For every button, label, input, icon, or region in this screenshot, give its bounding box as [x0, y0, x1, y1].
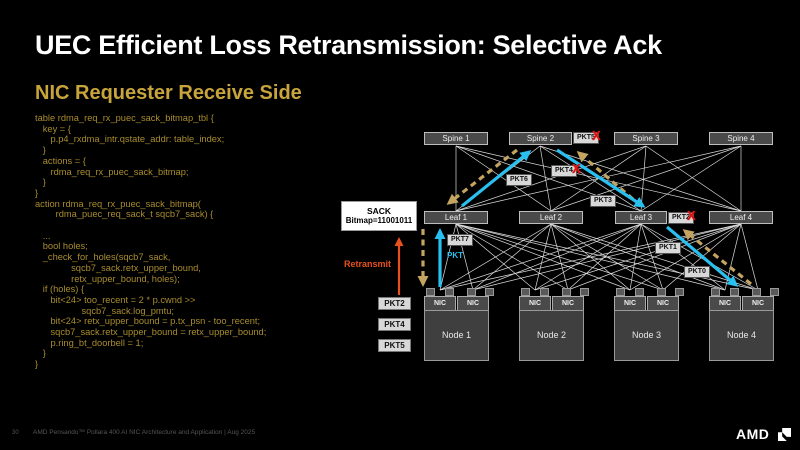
node-4: Node 4: [709, 310, 774, 361]
nic-port: [562, 288, 571, 296]
nic-port: [467, 288, 476, 296]
node3-nic-a: NIC: [614, 296, 646, 311]
page-subtitle: NIC Requester Receive Side: [35, 82, 302, 104]
node-1: Node 1: [424, 310, 489, 361]
packet-badge-pkt7: PKT7: [447, 234, 473, 246]
nic-port: [657, 288, 666, 296]
nic-port: [675, 288, 684, 296]
page-title: UEC Efficient Loss Retransmission: Selec…: [35, 30, 662, 60]
node-2: Node 2: [519, 310, 584, 361]
node4-nic-b: NIC: [742, 296, 774, 311]
pkt-flow-label: PKT: [447, 251, 463, 260]
node2-nic-b: NIC: [552, 296, 584, 311]
sack-bitmap-value: Bitmap=11001011: [345, 216, 413, 225]
sack-title: SACK: [366, 206, 392, 216]
leaf-3-switch: Leaf 3: [615, 211, 667, 224]
spine-4-switch: Spine 4: [709, 132, 773, 145]
packet-badge-pkt5: PKT5: [573, 132, 599, 144]
node-3: Node 3: [614, 310, 679, 361]
spine-2-switch: Spine 2: [509, 132, 572, 145]
nic-port: [711, 288, 720, 296]
nic-port: [445, 288, 454, 296]
retransmit-label: Retransmit: [344, 259, 392, 269]
node1-nic-a: NIC: [424, 296, 456, 311]
leaf-4-switch: Leaf 4: [709, 211, 773, 224]
nic-port: [616, 288, 625, 296]
nic-port: [521, 288, 530, 296]
spine-3-switch: Spine 3: [614, 132, 678, 145]
retransmit-queue-pkt2: PKT2: [378, 297, 411, 310]
amd-arrow-logo-icon: [778, 428, 791, 441]
drop-x-pkt2: X: [687, 208, 696, 223]
leaf-1-switch: Leaf 1: [424, 211, 488, 224]
page-number: 30: [12, 430, 19, 436]
packet-badge-pkt6: PKT6: [506, 174, 532, 186]
nic-port: [752, 288, 761, 296]
nic-port: [485, 288, 494, 296]
footer-text: AMD Pensando™ Pollara 400 AI NIC Archite…: [33, 429, 256, 436]
nic-port: [730, 288, 739, 296]
nic-port: [635, 288, 644, 296]
node1-nic-b: NIC: [457, 296, 489, 311]
packet-badge-pkt3: PKT3: [590, 195, 616, 207]
node3-nic-b: NIC: [647, 296, 679, 311]
node4-nic-a: NIC: [709, 296, 741, 311]
nic-port: [580, 288, 589, 296]
drop-x-pkt4: X: [572, 161, 581, 176]
sack-bitmap-box: SACK Bitmap=11001011: [341, 201, 417, 231]
nic-port: [540, 288, 549, 296]
drop-x-pkt5: X: [592, 128, 601, 143]
packet-badge-pkt1: PKT1: [655, 242, 681, 254]
amd-logo-text: AMD: [736, 426, 770, 442]
leaf-2-switch: Leaf 2: [519, 211, 583, 224]
nic-port: [426, 288, 435, 296]
node2-nic-a: NIC: [519, 296, 551, 311]
retransmit-queue-pkt5: PKT5: [378, 339, 411, 352]
p4-code-block: table rdma_req_rx_puec_sack_bitmap_tbl {…: [35, 113, 267, 370]
packet-badge-pkt0: PKT0: [684, 266, 710, 278]
nic-port: [770, 288, 779, 296]
spine-1-switch: Spine 1: [424, 132, 488, 145]
retransmit-queue-pkt4: PKT4: [378, 318, 411, 331]
packet-badge-pkt2: PKT2: [668, 212, 694, 224]
